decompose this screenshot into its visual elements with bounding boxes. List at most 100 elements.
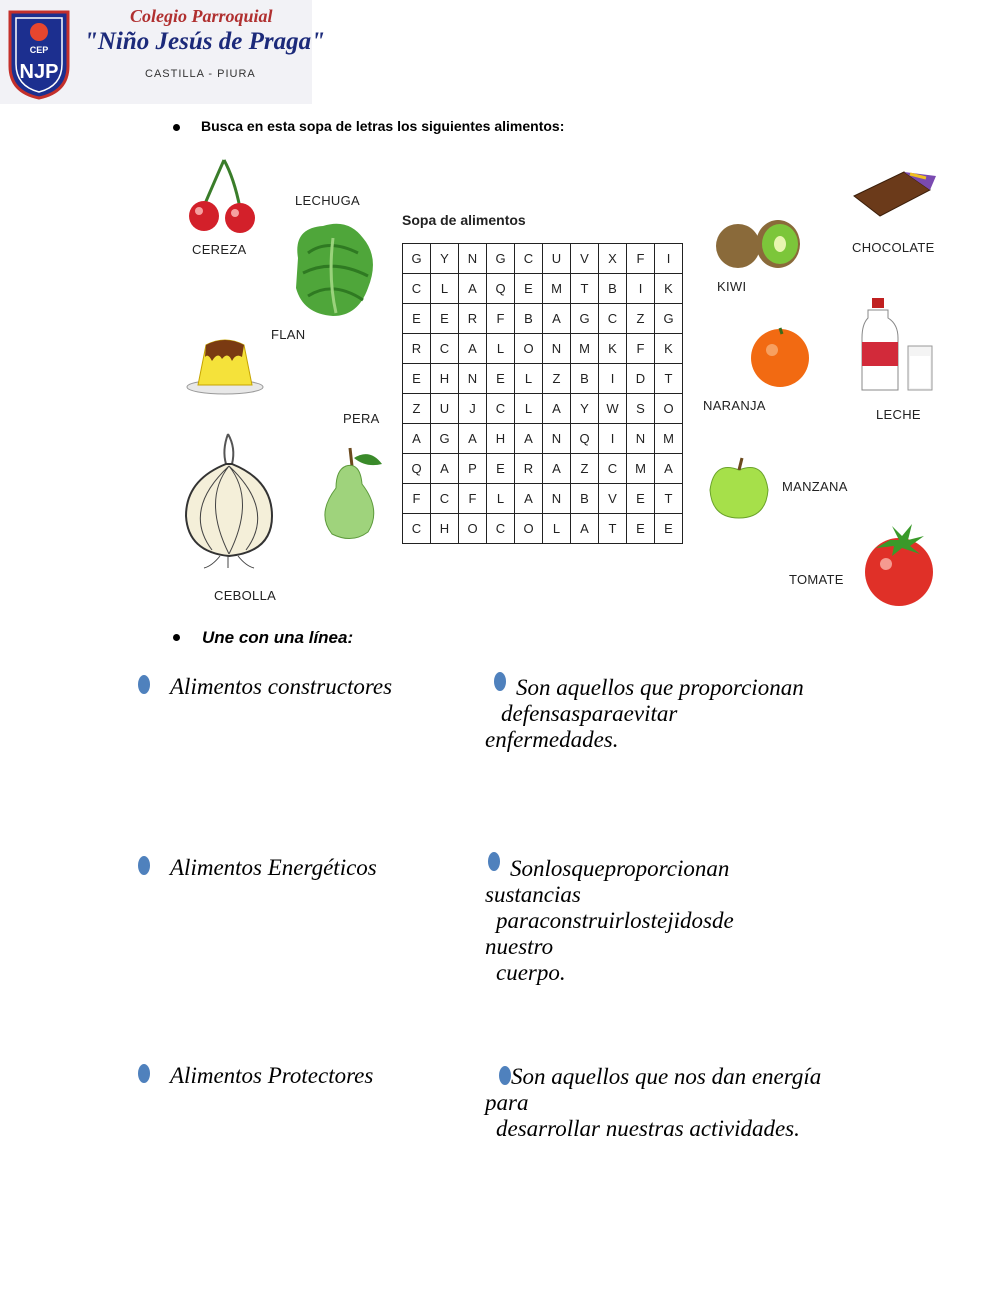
grid-cell[interactable]: L [430,273,459,304]
grid-cell[interactable]: O [654,393,683,424]
grid-cell[interactable]: E [486,363,515,394]
grid-cell[interactable]: L [486,333,515,364]
grid-cell[interactable]: C [486,513,515,544]
grid-cell[interactable]: E [654,513,683,544]
grid-cell[interactable]: Q [486,273,515,304]
grid-cell[interactable]: C [430,483,459,514]
grid-cell[interactable]: A [654,453,683,484]
grid-cell[interactable]: E [626,513,655,544]
grid-cell[interactable]: N [542,483,571,514]
grid-cell[interactable]: Y [570,393,599,424]
grid-cell[interactable]: R [402,333,431,364]
grid-cell[interactable]: M [626,453,655,484]
grid-cell[interactable]: C [514,243,543,274]
grid-cell[interactable]: F [458,483,487,514]
grid-cell[interactable]: U [430,393,459,424]
grid-cell[interactable]: M [542,273,571,304]
grid-cell[interactable]: C [402,273,431,304]
grid-cell[interactable]: I [598,423,627,454]
grid-cell[interactable]: T [654,363,683,394]
grid-cell[interactable]: U [542,243,571,274]
grid-cell[interactable]: O [514,333,543,364]
grid-cell[interactable]: N [542,333,571,364]
grid-cell[interactable]: I [598,363,627,394]
grid-cell[interactable]: R [458,303,487,334]
grid-cell[interactable]: B [598,273,627,304]
grid-cell[interactable]: O [458,513,487,544]
match-dot-right-2[interactable] [488,852,500,871]
grid-cell[interactable]: F [626,243,655,274]
grid-cell[interactable]: Q [402,453,431,484]
grid-cell[interactable]: Z [626,303,655,334]
grid-cell[interactable]: E [402,363,431,394]
grid-cell[interactable]: G [430,423,459,454]
grid-cell[interactable]: K [598,333,627,364]
grid-cell[interactable]: A [402,423,431,454]
grid-cell[interactable]: G [486,243,515,274]
grid-cell[interactable]: N [458,363,487,394]
grid-cell[interactable]: G [570,303,599,334]
grid-cell[interactable]: A [458,333,487,364]
grid-cell[interactable]: F [626,333,655,364]
grid-cell[interactable]: E [402,303,431,334]
grid-cell[interactable]: M [570,333,599,364]
grid-cell[interactable]: R [514,453,543,484]
grid-cell[interactable]: W [598,393,627,424]
grid-cell[interactable]: N [458,243,487,274]
grid-cell[interactable]: L [542,513,571,544]
grid-cell[interactable]: A [458,423,487,454]
grid-cell[interactable]: C [598,453,627,484]
grid-cell[interactable]: E [626,483,655,514]
grid-cell[interactable]: L [514,393,543,424]
grid-cell[interactable]: C [402,513,431,544]
grid-cell[interactable]: A [542,393,571,424]
match-dot-left-1[interactable] [138,675,150,694]
grid-cell[interactable]: K [654,333,683,364]
grid-cell[interactable]: G [402,243,431,274]
grid-cell[interactable]: H [430,513,459,544]
grid-cell[interactable]: S [626,393,655,424]
grid-cell[interactable]: O [514,513,543,544]
grid-cell[interactable]: Z [570,453,599,484]
grid-cell[interactable]: E [514,273,543,304]
grid-cell[interactable]: A [514,483,543,514]
grid-cell[interactable]: C [486,393,515,424]
grid-cell[interactable]: P [458,453,487,484]
grid-cell[interactable]: A [542,303,571,334]
grid-cell[interactable]: F [486,303,515,334]
grid-cell[interactable]: A [542,453,571,484]
grid-cell[interactable]: A [514,423,543,454]
grid-cell[interactable]: E [430,303,459,334]
grid-cell[interactable]: J [458,393,487,424]
grid-cell[interactable]: G [654,303,683,334]
grid-cell[interactable]: M [654,423,683,454]
grid-cell[interactable]: Q [570,423,599,454]
match-dot-right-1[interactable] [494,672,506,691]
grid-cell[interactable]: T [598,513,627,544]
grid-cell[interactable]: V [598,483,627,514]
grid-cell[interactable]: A [430,453,459,484]
match-dot-left-3[interactable] [138,1064,150,1083]
grid-cell[interactable]: A [458,273,487,304]
grid-cell[interactable]: D [626,363,655,394]
grid-cell[interactable]: A [570,513,599,544]
match-dot-left-2[interactable] [138,856,150,875]
grid-cell[interactable]: Z [402,393,431,424]
grid-cell[interactable]: C [430,333,459,364]
grid-cell[interactable]: F [402,483,431,514]
grid-cell[interactable]: C [598,303,627,334]
grid-cell[interactable]: T [654,483,683,514]
grid-cell[interactable]: H [430,363,459,394]
grid-cell[interactable]: N [542,423,571,454]
grid-cell[interactable]: L [486,483,515,514]
grid-cell[interactable]: B [570,363,599,394]
grid-cell[interactable]: H [486,423,515,454]
grid-cell[interactable]: I [654,243,683,274]
grid-cell[interactable]: Z [542,363,571,394]
grid-cell[interactable]: X [598,243,627,274]
match-dot-right-3[interactable] [499,1066,511,1085]
grid-cell[interactable]: I [626,273,655,304]
grid-cell[interactable]: K [654,273,683,304]
grid-cell[interactable]: T [570,273,599,304]
grid-cell[interactable]: L [514,363,543,394]
